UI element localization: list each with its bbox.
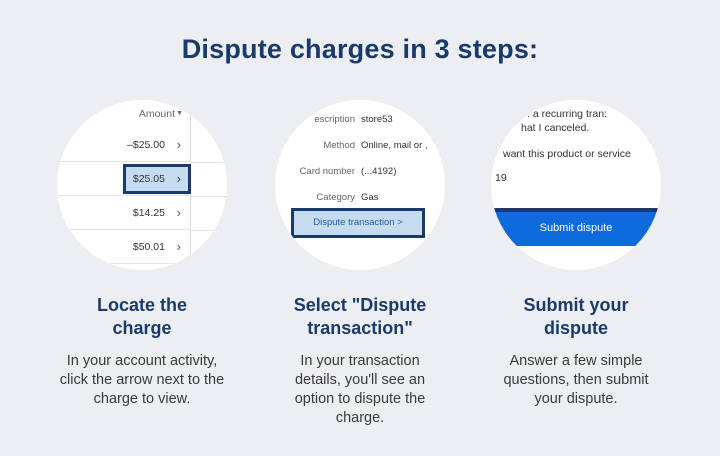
detail-value: (...4192) — [361, 166, 397, 177]
step-2-illustration: escription store53 Method Online, mail o… — [275, 100, 445, 270]
detail-label: Method — [323, 140, 355, 151]
step-description-line: In your account activity, — [66, 353, 218, 369]
form-divider — [491, 208, 661, 212]
row-divider — [191, 196, 227, 197]
transaction-row-selected: $25.05 › — [57, 162, 191, 196]
question-text: 19 — [495, 172, 507, 184]
detail-label: escription — [314, 114, 355, 125]
step-3-illustration: . a recurring tran: hat I canceled. want… — [491, 100, 661, 270]
chevron-right-icon: › — [176, 205, 181, 220]
step-description-line: option to dispute the — [294, 391, 426, 407]
detail-label: Category — [316, 192, 355, 203]
chevron-right-icon: › — [176, 239, 181, 254]
step-title: Locate the charge — [32, 294, 252, 340]
row-divider — [191, 162, 227, 163]
dispute-transaction-button: Dispute transaction > — [291, 208, 425, 238]
step-locate-charge: Amount ▼ –$25.00 › $25.05 › $14.25 › $50… — [32, 100, 252, 409]
step-1-illustration: Amount ▼ –$25.00 › $25.05 › $14.25 › $50… — [57, 100, 227, 270]
page-title: Dispute charges in 3 steps: — [181, 34, 539, 64]
chevron-right-icon: › — [176, 137, 181, 152]
chevron-right-icon: › — [176, 171, 181, 186]
detail-value: Gas — [361, 192, 379, 203]
amount-column-header: Amount — [138, 108, 175, 120]
step-description: In your account activity, click the arro… — [32, 352, 252, 409]
transaction-row: $50.01 › — [57, 230, 191, 264]
step-title: Submit your dispute — [466, 294, 686, 340]
step-description-line: questions, then submit — [503, 372, 649, 388]
step-title-line: dispute — [543, 318, 608, 338]
step-title-line: charge — [112, 318, 172, 338]
selection-highlight — [123, 164, 191, 194]
submit-dispute-button: Submit dispute — [491, 212, 661, 246]
step-select-dispute: escription store53 Method Online, mail o… — [250, 100, 470, 428]
question-text: hat I canceled. — [521, 122, 590, 134]
row-amount: $25.05 — [132, 173, 165, 185]
transaction-row: –$25.00 › — [57, 128, 191, 162]
step-description-line: charge to view. — [93, 391, 191, 407]
detail-value: store53 — [361, 114, 393, 125]
step-title: Select "Dispute transaction" — [250, 294, 470, 340]
step-title-line: Submit your — [523, 295, 629, 315]
step-title-line: transaction" — [307, 318, 413, 338]
step-description: Answer a few simple questions, then subm… — [466, 352, 686, 409]
step-submit-dispute: . a recurring tran: hat I canceled. want… — [466, 100, 686, 409]
detail-value: Online, mail or , — [361, 140, 428, 151]
transaction-row: $14.25 › — [57, 196, 191, 230]
question-text: . a recurring tran: — [527, 108, 607, 120]
step-description-line: charge. — [335, 410, 385, 426]
step-description-line: details, you'll see an — [294, 372, 426, 388]
row-amount: $14.25 — [132, 207, 165, 219]
row-amount: $50.01 — [132, 241, 165, 253]
step-description-line: In your transaction — [300, 353, 420, 369]
form-footer — [491, 246, 661, 270]
step-description-line: your dispute. — [534, 391, 618, 407]
caret-down-icon: ▼ — [176, 110, 183, 117]
step-title-line: Locate the — [96, 295, 188, 315]
detail-label: Card number — [299, 166, 355, 177]
step-description-line: Answer a few simple — [509, 353, 643, 369]
step-description-line: click the arrow next to the — [59, 372, 225, 388]
question-text: want this product or service — [503, 148, 631, 160]
step-title-line: Select "Dispute — [293, 295, 427, 315]
step-description: In your transaction details, you'll see … — [250, 352, 470, 428]
row-amount: –$25.00 — [127, 139, 165, 151]
row-divider — [191, 230, 227, 231]
